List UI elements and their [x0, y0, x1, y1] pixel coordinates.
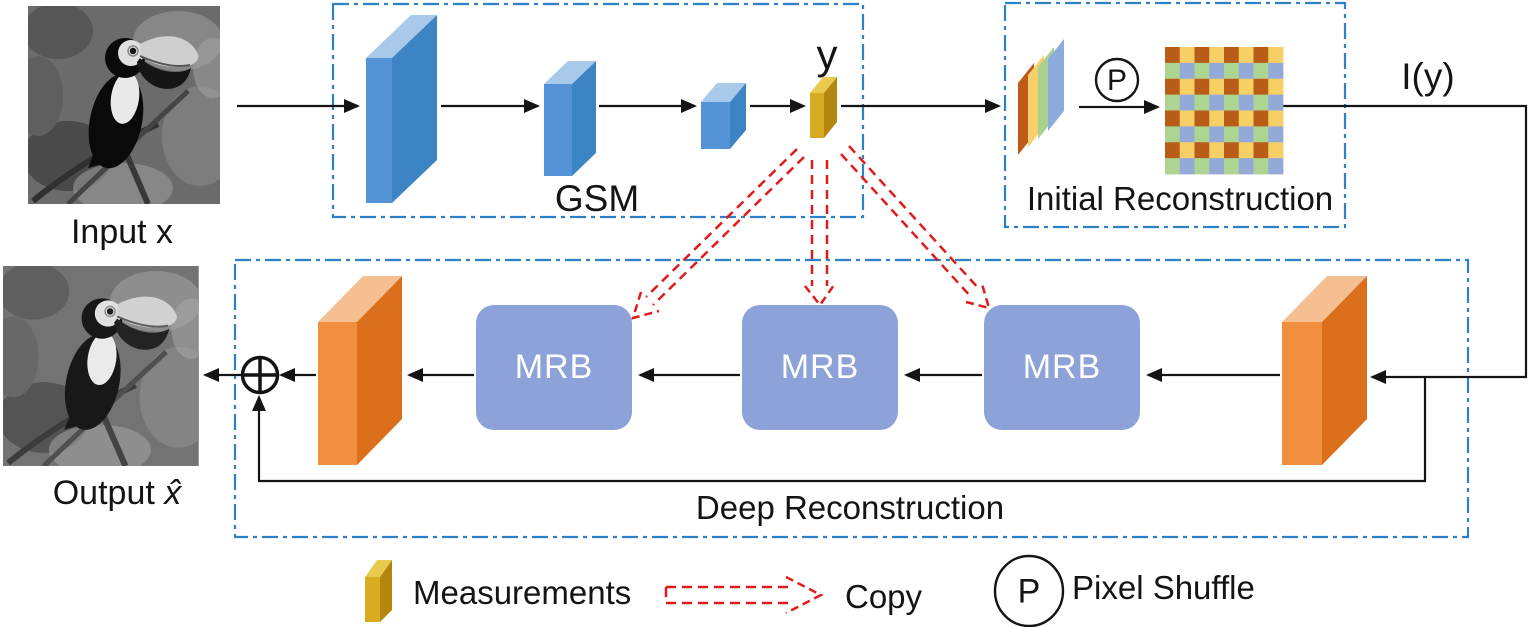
output-label-text: Output	[52, 474, 155, 512]
pixel-shuffle-icon	[1094, 57, 1140, 103]
measurement-box	[810, 77, 837, 138]
initial-reconstruction-label: Initial Reconstruction	[1026, 180, 1334, 217]
gsm-box	[331, 2, 865, 219]
legend-copy-arrow	[664, 575, 824, 615]
conv-block-3	[701, 83, 746, 149]
legend-copy-label: Copy	[845, 578, 923, 615]
iy-label: I(y)	[1401, 56, 1455, 97]
copy-arrow-middle	[804, 160, 836, 308]
legend-measurements-label: Measurements	[413, 574, 632, 611]
mrb-label: MRB	[1022, 348, 1102, 386]
flow-arrows-bottom	[203, 368, 1427, 483]
output-label: Output x̂	[53, 476, 182, 510]
legend-pixel-shuffle-p: P	[1017, 572, 1041, 611]
y-label: y	[816, 31, 838, 78]
feature-maps-stack	[1018, 39, 1064, 155]
legend-pixel-shuffle-icon	[993, 554, 1065, 627]
deep-reconstruction-box	[233, 258, 1470, 539]
copy-arrow-right	[840, 145, 991, 310]
mrb-label: MRB	[514, 348, 594, 386]
reconstruction-grid	[1165, 47, 1284, 175]
copy-arrow-left	[631, 148, 805, 320]
initial-reconstruction-box	[1003, 1, 1347, 229]
feature-volume-left	[318, 276, 402, 465]
conv-block-1	[366, 15, 437, 203]
mrb-block-1: MRB	[476, 305, 632, 430]
legend-measurement-box	[365, 560, 392, 622]
skip-connection-line	[252, 377, 1427, 483]
deep-reconstruction-label: Deep Reconstruction	[695, 489, 1005, 526]
feature-volume-right	[1282, 276, 1367, 465]
input-image	[13, 3, 238, 213]
output-variable: x̂	[164, 474, 182, 512]
legend-pixel-shuffle-label: Pixel Shuffle	[1072, 569, 1255, 606]
mrb-label: MRB	[780, 348, 860, 386]
mrb-block-3: MRB	[984, 305, 1140, 430]
iy-feedback-line	[1283, 104, 1528, 384]
input-label: Input x	[70, 213, 174, 251]
flow-arrows-top	[237, 99, 1528, 384]
pixel-shuffle-p: P	[1106, 64, 1128, 97]
conv-block-2	[544, 61, 596, 176]
mrb-block-2: MRB	[742, 305, 898, 430]
gsm-label: GSM	[554, 178, 640, 219]
copy-arrows	[631, 145, 991, 320]
output-image	[0, 263, 217, 475]
sum-icon	[240, 355, 280, 395]
